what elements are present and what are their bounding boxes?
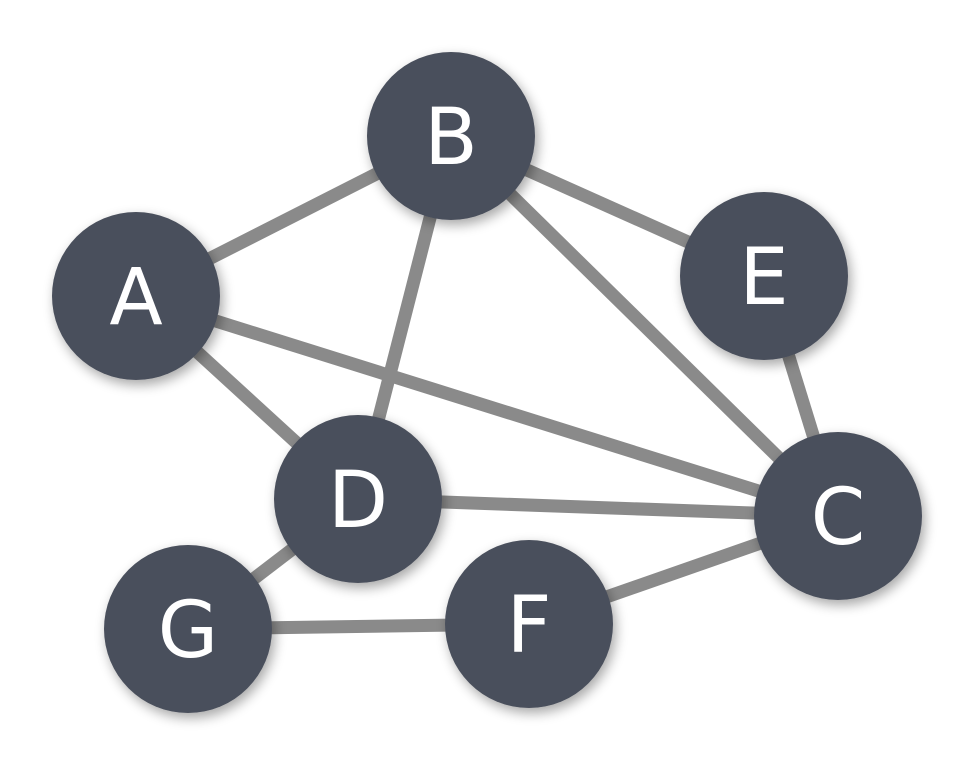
node-f: F	[445, 540, 613, 708]
node-circle-e	[680, 192, 848, 360]
edge-a-c	[134, 289, 840, 523]
node-label-a: A	[109, 253, 162, 343]
node-g: G	[104, 545, 272, 713]
node-d: D	[274, 415, 442, 583]
node-circle-f	[445, 540, 613, 708]
nodes-layer: A B C D E F G	[52, 52, 922, 713]
node-a: A	[52, 212, 220, 380]
node-circle-a	[52, 212, 220, 380]
edge-b-c	[446, 131, 843, 521]
node-label-d: D	[328, 456, 388, 546]
node-label-g: G	[158, 586, 218, 676]
node-label-e: E	[739, 233, 788, 323]
node-circle-b	[367, 52, 535, 220]
node-c: C	[754, 432, 922, 600]
node-circle-c	[754, 432, 922, 600]
node-circle-d	[274, 415, 442, 583]
node-e: E	[680, 192, 848, 360]
node-label-b: B	[424, 93, 478, 183]
node-circle-g	[104, 545, 272, 713]
node-b: B	[367, 52, 535, 220]
node-label-c: C	[811, 473, 865, 563]
node-label-f: F	[507, 581, 552, 671]
